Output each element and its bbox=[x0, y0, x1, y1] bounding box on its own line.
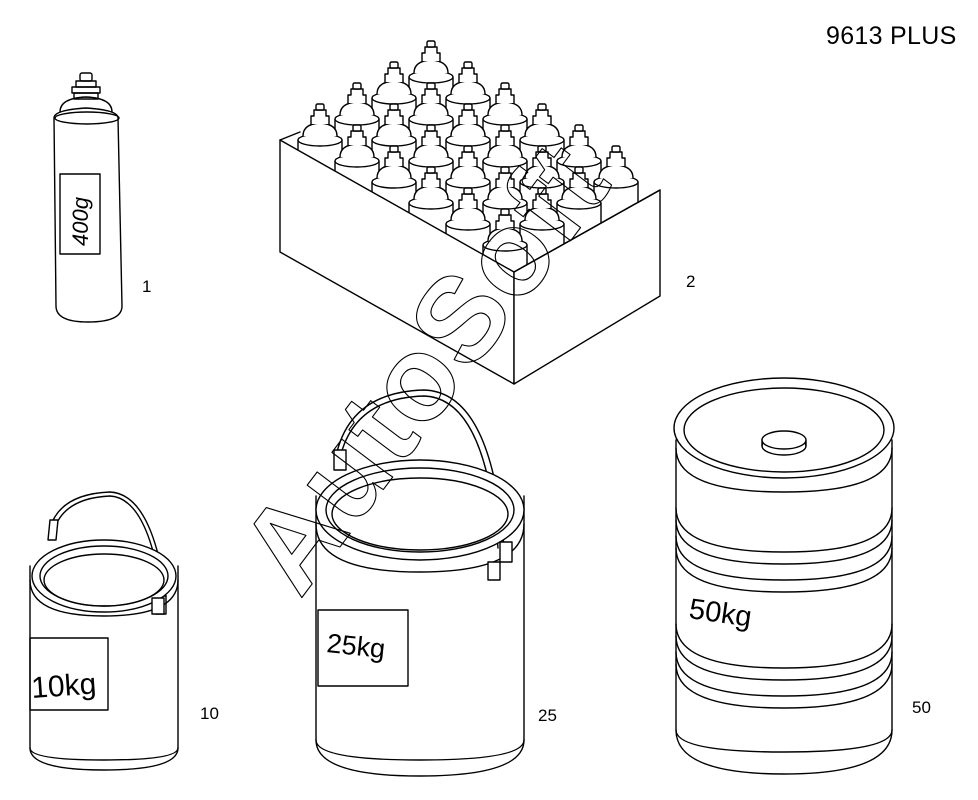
document-title: 9613 PLUS bbox=[826, 22, 957, 50]
pail-10kg-weight-label: 10kg bbox=[30, 668, 97, 705]
cartridge-400g: 400g bbox=[53, 72, 123, 323]
pail-25kg-weight-label: 25kg bbox=[325, 628, 386, 664]
carton-bottles bbox=[297, 40, 639, 350]
pail-10kg: 10kg bbox=[29, 491, 179, 771]
callout-10: 10 bbox=[200, 704, 219, 723]
pail-25kg: 25kg bbox=[315, 389, 525, 777]
pail-10kg-label-panel bbox=[29, 637, 109, 711]
callout-25: 25 bbox=[538, 706, 557, 725]
cartridge-label-panel bbox=[59, 173, 101, 255]
pail-25kg-label-panel bbox=[317, 609, 409, 687]
carton-of-cartridges bbox=[279, 40, 661, 385]
callout-50: 50 bbox=[912, 698, 931, 717]
drum-50kg: 50kg bbox=[673, 377, 895, 775]
callout-1: 1 bbox=[142, 277, 152, 296]
drum-50kg-weight-label: 50kg bbox=[687, 593, 754, 633]
callout-2: 2 bbox=[686, 272, 696, 291]
cartridge-weight-label: 400g bbox=[68, 196, 93, 246]
